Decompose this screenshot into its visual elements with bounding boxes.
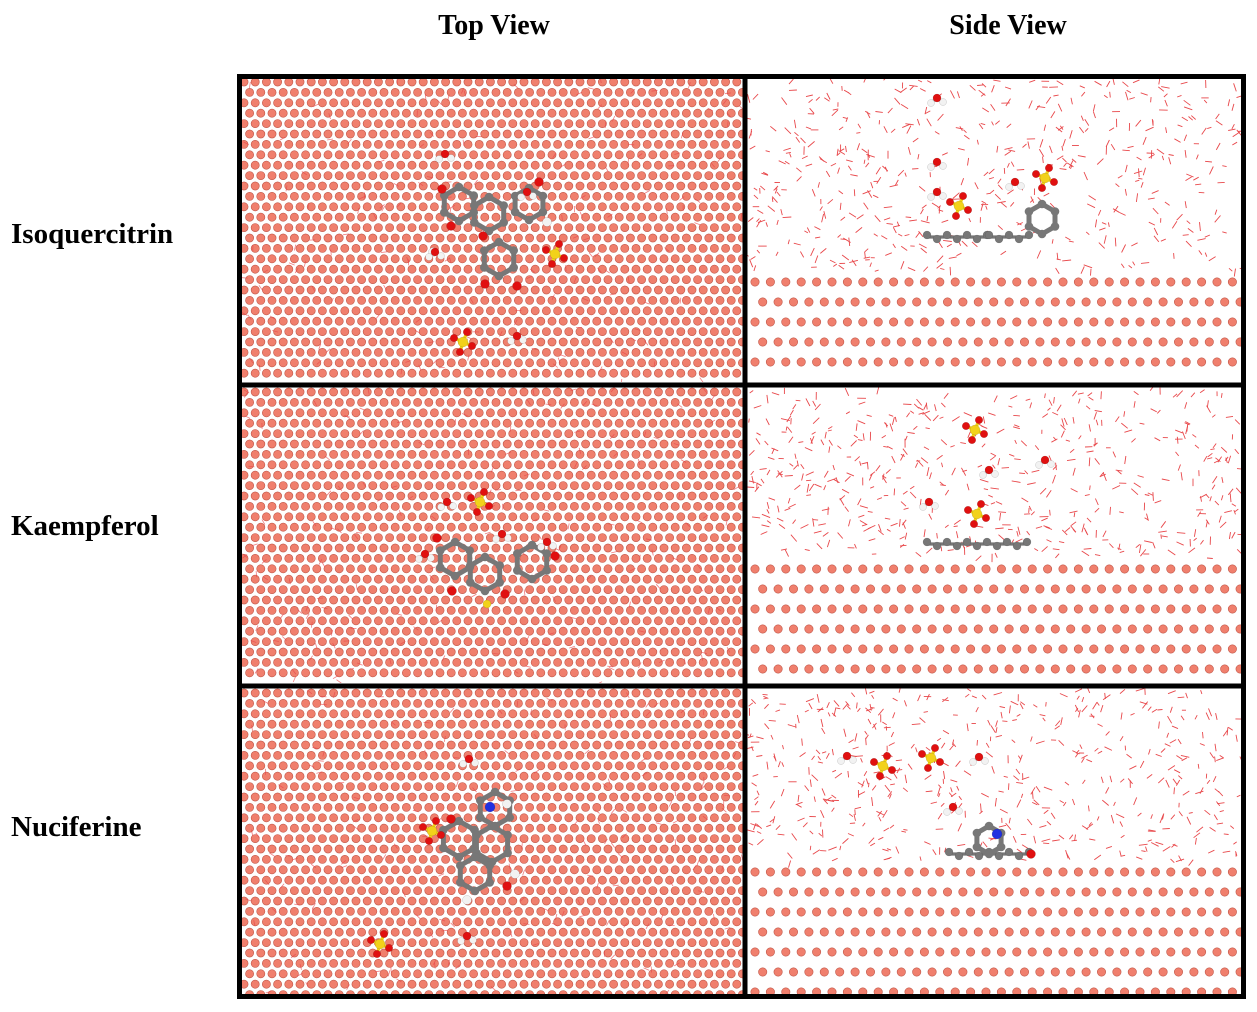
panel-top-view-nuciferine <box>240 688 744 996</box>
row-label-kaempferol: Kaempferol <box>11 510 159 542</box>
panel-top-view-kaempferol <box>240 387 744 683</box>
top-view-header: Top View <box>438 10 550 41</box>
row-label-isoquercitrin: Isoquercitrin <box>11 218 174 250</box>
panel-side-view-kaempferol <box>747 387 1243 674</box>
simulation-snapshot-grid <box>237 74 1246 999</box>
side-view-header: Side View <box>949 10 1067 41</box>
panel-side-view-isoquercitrin <box>747 77 1243 367</box>
row-label-nuciferine: Nuciferine <box>11 811 142 843</box>
panel-top-view-isoquercitrin <box>240 77 744 382</box>
panel-side-view-nuciferine <box>747 688 1243 996</box>
snapshot-figure <box>237 74 1246 999</box>
panel-borders <box>237 74 1246 999</box>
